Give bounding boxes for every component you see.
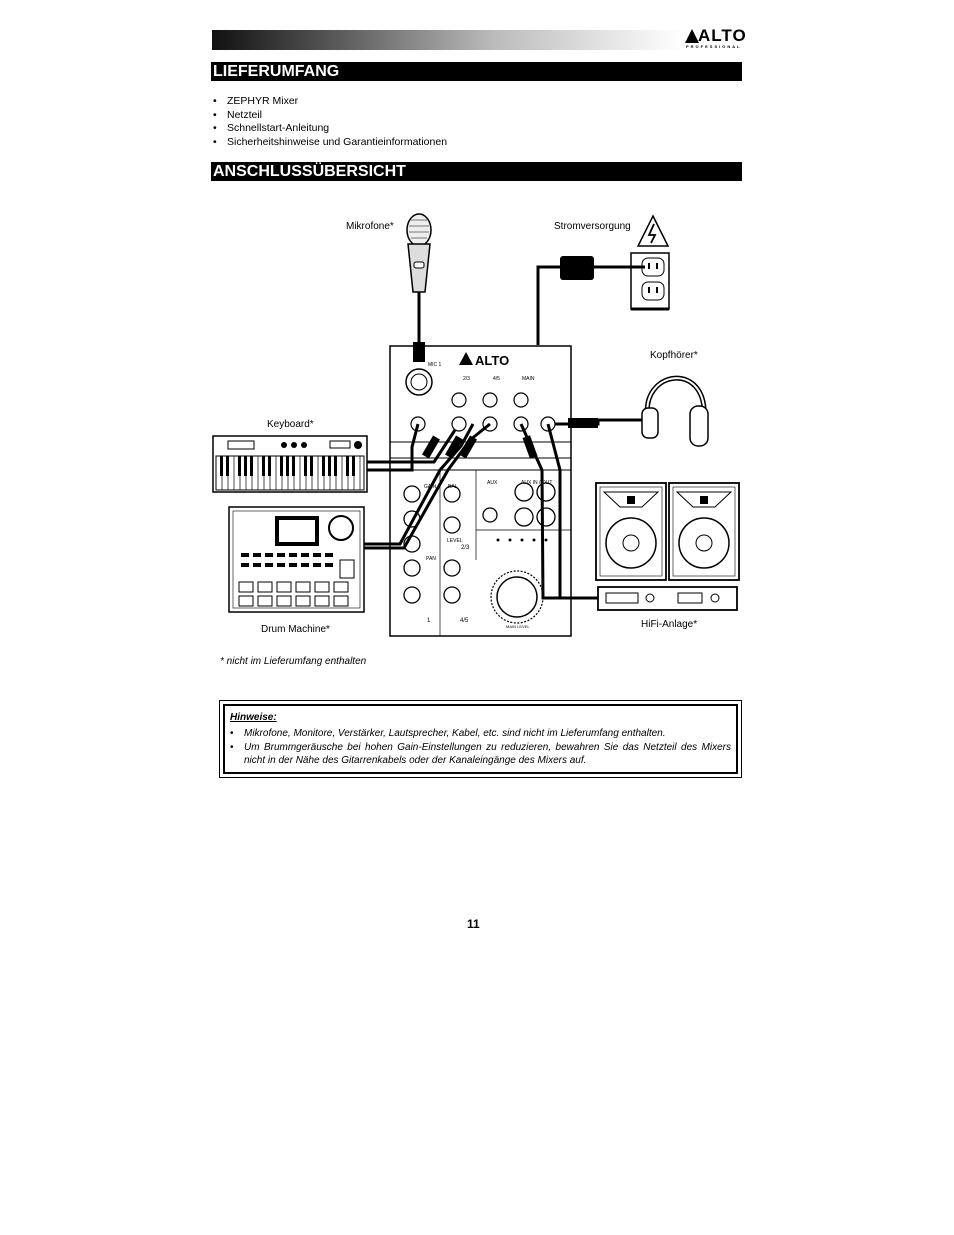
mixer-icon: ALTO MIC 1 2/3 4/5 MAIN BAL GAIN AUX AUX… bbox=[389, 345, 572, 637]
headphones-icon bbox=[555, 375, 709, 447]
list-item: Um Brummgeräusche bei hohen Gain-Einstel… bbox=[230, 741, 731, 768]
footnote: * nicht im Lieferumfang enthalten bbox=[220, 656, 367, 667]
section-title-contents: LIEFERUMFANG bbox=[211, 62, 742, 81]
drum-machine-icon bbox=[228, 506, 365, 613]
speaker-icon bbox=[595, 482, 667, 581]
mixer-mic-label: MIC 1 bbox=[428, 362, 442, 368]
mixer-ch1-label: 1 bbox=[427, 618, 431, 624]
label-drum-machine: Drum Machine* bbox=[261, 624, 330, 635]
section-title-overview: ANSCHLUSSÜBERSICHT bbox=[211, 162, 742, 181]
mixer-pan-label: PAN bbox=[426, 556, 436, 562]
notes-box: Hinweise: Mikrofone, Monitore, Verstärke… bbox=[219, 700, 742, 778]
label-microphones: Mikrofone* bbox=[346, 221, 394, 232]
notes-title: Hinweise: bbox=[230, 712, 277, 723]
mixer-ch45-label: 4/5 bbox=[493, 376, 500, 382]
mixer-level-label: LEVEL bbox=[447, 538, 463, 544]
mixer-brand: ALTO bbox=[475, 353, 509, 368]
amplifier-icon bbox=[597, 586, 738, 611]
list-item: Netzteil bbox=[213, 109, 447, 123]
label-headphones: Kopfhörer* bbox=[650, 350, 698, 361]
logo-subtext: PROFESSIONAL bbox=[686, 44, 742, 49]
power-adapter-icon bbox=[536, 256, 645, 345]
page-number: 11 bbox=[467, 917, 480, 931]
speaker-icon bbox=[668, 482, 740, 581]
mixer-ch23-label: 2/3 bbox=[463, 376, 470, 382]
warning-icon bbox=[636, 214, 670, 247]
list-item: Sicherheitshinweise und Garantieinformat… bbox=[213, 136, 447, 150]
list-item: ZEPHYR Mixer bbox=[213, 95, 447, 109]
mixer-aux-label: AUX bbox=[487, 480, 498, 486]
microphone-icon bbox=[406, 213, 432, 345]
logo-triangle-icon bbox=[685, 29, 699, 43]
keyboard-icon bbox=[212, 435, 368, 493]
notes-inner: Hinweise: Mikrofone, Monitore, Verstärke… bbox=[223, 704, 738, 774]
mixer-main-label: MAIN bbox=[522, 376, 535, 382]
notes-list: Mikrofone, Monitore, Verstärker, Lautspr… bbox=[230, 727, 731, 768]
logo-text: ALTO bbox=[698, 26, 747, 45]
label-power: Stromversorgung bbox=[554, 221, 631, 232]
mixer-main-level-label: MAIN LEVEL bbox=[506, 624, 530, 629]
mixer-ch45-bottom-label: 4/5 bbox=[460, 618, 469, 624]
mixer-ch23-mid-label: 2/3 bbox=[461, 545, 470, 551]
power-outlet-icon bbox=[630, 252, 670, 311]
header-gradient-bar bbox=[212, 30, 682, 50]
mixer-bal-label: BAL bbox=[448, 484, 458, 490]
mixer-auxio-label: AUX IN / OUT bbox=[521, 480, 552, 486]
label-hifi: HiFi-Anlage* bbox=[641, 619, 698, 630]
alto-logo: ALTO PROFESSIONAL bbox=[684, 26, 747, 50]
label-keyboard: Keyboard* bbox=[267, 419, 314, 430]
contents-list: ZEPHYR Mixer Netzteil Schnellstart-Anlei… bbox=[213, 95, 447, 149]
list-item: Schnellstart-Anleitung bbox=[213, 122, 447, 136]
list-item: Mikrofone, Monitore, Verstärker, Lautspr… bbox=[230, 727, 731, 741]
